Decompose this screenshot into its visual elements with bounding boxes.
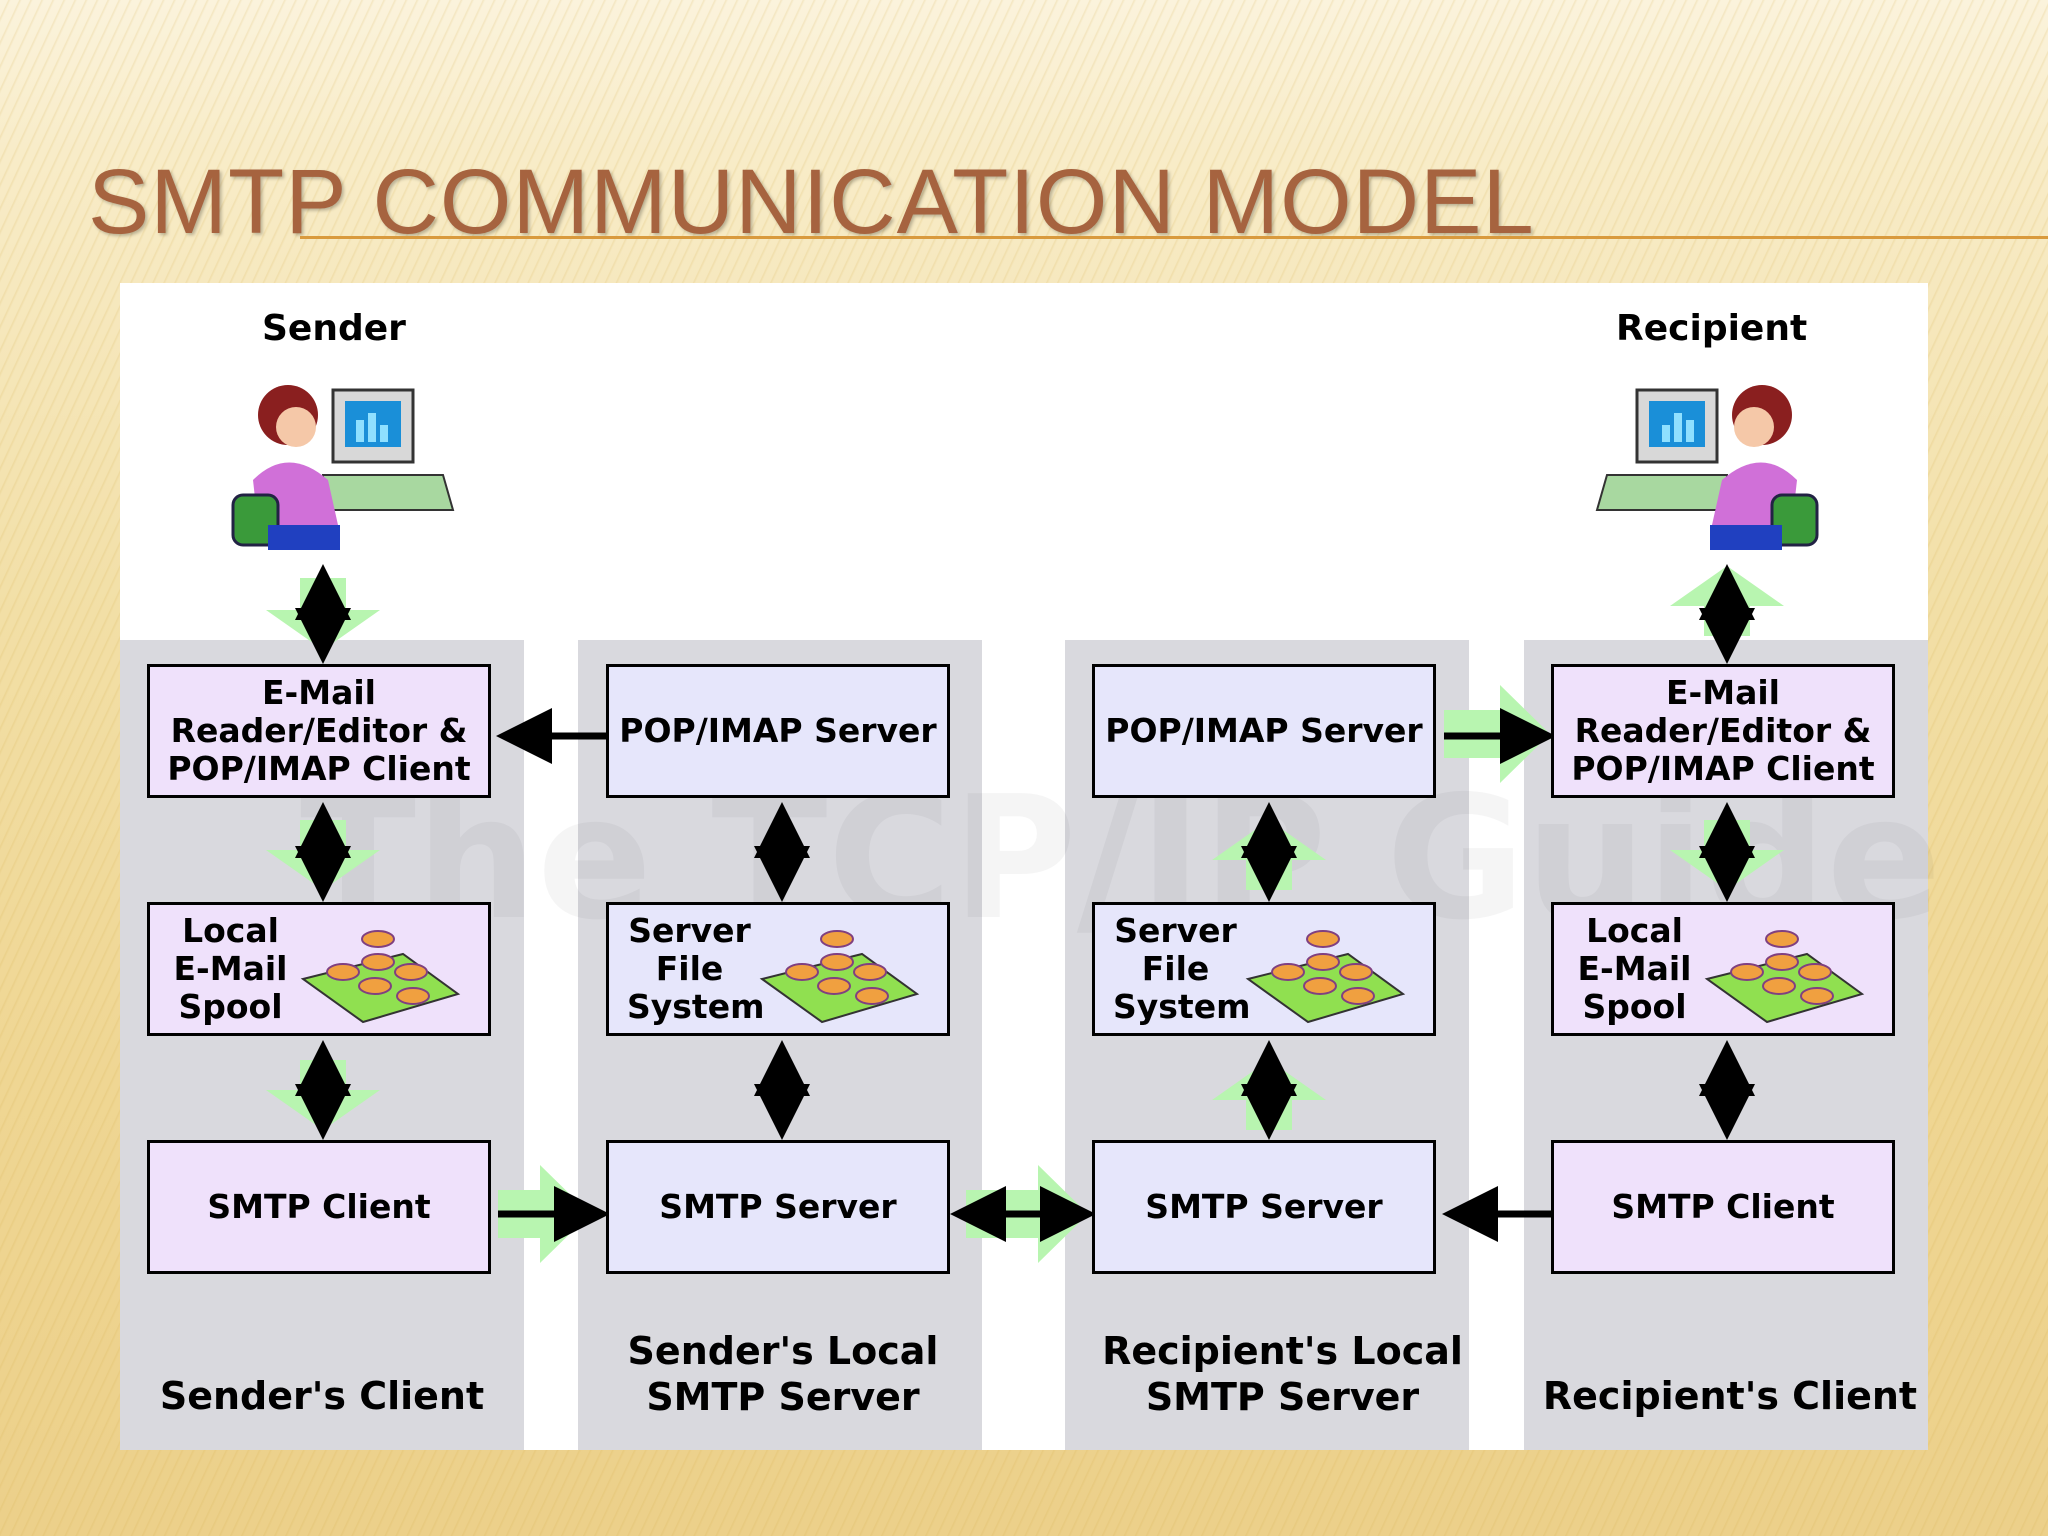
database-icon xyxy=(1704,930,1865,1024)
column-label-senders-smtp-server: Sender's Local SMTP Server xyxy=(627,1329,939,1419)
title-underline xyxy=(300,236,2048,239)
box-label: Local E-Mail Spool xyxy=(1577,911,1692,1026)
recipient-spool-box: Local E-Mail Spool xyxy=(1551,902,1895,1036)
recipient-smtp-server-box: SMTP Server xyxy=(1092,1140,1436,1274)
column-label-recipients-smtp-server: Recipient's Local SMTP Server xyxy=(1102,1329,1463,1419)
database-icon xyxy=(300,930,461,1024)
box-label: E-Mail Reader/Editor & POP/IMAP Client xyxy=(167,673,471,788)
box-label: SMTP Server xyxy=(659,1187,897,1226)
box-label: E-Mail Reader/Editor & POP/IMAP Client xyxy=(1571,673,1875,788)
recipient-reader-box: E-Mail Reader/Editor & POP/IMAP Client xyxy=(1551,664,1895,798)
sender-reader-box: E-Mail Reader/Editor & POP/IMAP Client xyxy=(147,664,491,798)
box-label: SMTP Client xyxy=(207,1187,431,1226)
database-icon xyxy=(759,930,920,1024)
recipient-smtp-client-box: SMTP Client xyxy=(1551,1140,1895,1274)
sender-spool-box: Local E-Mail Spool xyxy=(147,902,491,1036)
box-label: Server File System xyxy=(627,911,765,1026)
recipient-person-icon xyxy=(1595,385,1819,550)
recipient-label: Recipient xyxy=(1616,308,1808,349)
sender-smtp-client-box: SMTP Client xyxy=(147,1140,491,1274)
box-label: Local E-Mail Spool xyxy=(173,911,288,1026)
sender-person-icon xyxy=(231,385,455,550)
sender-popimap-server-box: POP/IMAP Server xyxy=(606,664,950,798)
box-label: POP/IMAP Server xyxy=(619,711,937,750)
sender-smtp-server-box: SMTP Server xyxy=(606,1140,950,1274)
column-label-senders-client: Sender's Client xyxy=(159,1374,485,1418)
recipient-popimap-server-box: POP/IMAP Server xyxy=(1092,664,1436,798)
box-label: Server File System xyxy=(1113,911,1251,1026)
sender-label: Sender xyxy=(262,308,406,349)
recipient-file-system-box: Server File System xyxy=(1092,902,1436,1036)
box-label: SMTP Server xyxy=(1145,1187,1383,1226)
box-label: SMTP Client xyxy=(1611,1187,1835,1226)
box-label: POP/IMAP Server xyxy=(1105,711,1423,750)
sender-file-system-box: Server File System xyxy=(606,902,950,1036)
column-label-recipients-client: Recipient's Client xyxy=(1542,1374,1918,1418)
black-arrows xyxy=(295,564,1755,1242)
database-icon xyxy=(1245,930,1406,1024)
